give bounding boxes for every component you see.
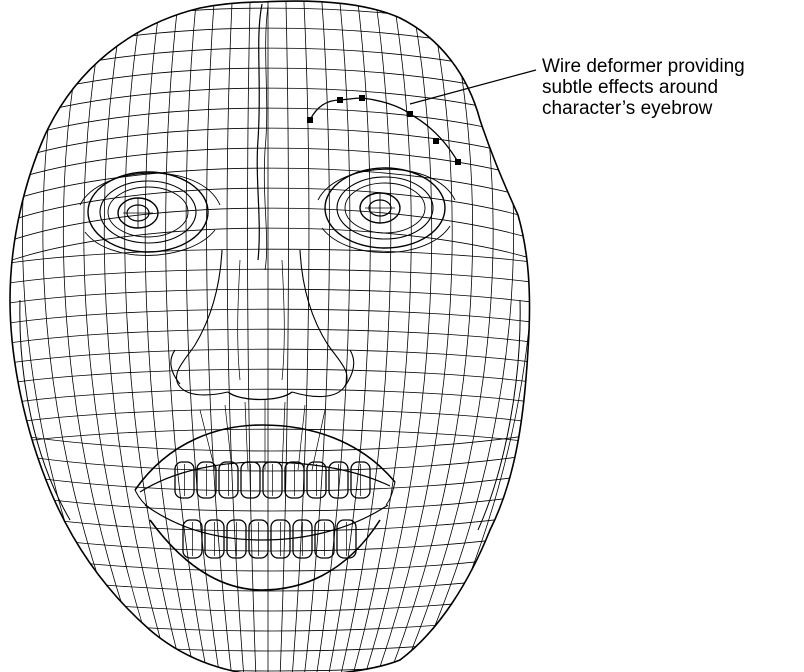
mesh-vertical-line bbox=[2, 0, 118, 672]
mesh-horizontal-line bbox=[0, 570, 560, 591]
mesh-horizontal-line bbox=[0, 610, 560, 631]
right-eye bbox=[318, 168, 455, 253]
mesh-horizontal-line bbox=[0, 309, 560, 326]
mesh-horizontal-line bbox=[0, 430, 560, 451]
mesh-horizontal-line bbox=[0, 590, 560, 611]
callout-line-3: character’s eyebrow bbox=[542, 98, 800, 119]
mesh-vertical-line bbox=[395, 0, 493, 672]
mesh-vertical-line bbox=[43, 0, 141, 672]
callout-annotation: Wire deformer providing subtle effects a… bbox=[542, 56, 800, 119]
wire-deformer-point bbox=[407, 111, 413, 117]
mesh-horizontal-line bbox=[0, 650, 560, 671]
face-mesh-grid bbox=[0, 0, 560, 672]
mesh-horizontal-line bbox=[0, 470, 560, 491]
mesh-horizontal-line bbox=[0, 369, 560, 386]
callout-line-2: subtle effects around bbox=[542, 77, 800, 98]
wire-deformer-point bbox=[433, 138, 439, 144]
wire-deformer-point bbox=[337, 97, 343, 103]
mesh-horizontal-line bbox=[0, 490, 560, 511]
wire-deformer-point bbox=[307, 117, 313, 123]
nose bbox=[171, 250, 354, 400]
mesh-horizontal-line bbox=[0, 289, 560, 306]
wire-deformer-point bbox=[455, 159, 461, 165]
mesh-horizontal-line bbox=[0, 329, 560, 346]
mesh-horizontal-line bbox=[0, 530, 560, 551]
mesh-vertical-line bbox=[125, 0, 187, 672]
mesh-vertical-line bbox=[104, 0, 175, 672]
mesh-vertical-line bbox=[207, 0, 234, 672]
mesh-vertical-line bbox=[186, 0, 222, 672]
wire-deformer-curve bbox=[310, 98, 458, 162]
mesh-horizontal-line bbox=[0, 630, 560, 651]
mesh-horizontal-line bbox=[0, 349, 560, 366]
forehead-seam bbox=[257, 4, 268, 270]
wire-deformer bbox=[307, 95, 461, 165]
mesh-vertical-line bbox=[303, 0, 330, 672]
wire-deformer-point bbox=[359, 95, 365, 101]
callout-line-1: Wire deformer providing bbox=[542, 56, 800, 77]
mesh-vertical-line bbox=[418, 0, 534, 672]
mesh-vertical-line bbox=[145, 0, 199, 672]
